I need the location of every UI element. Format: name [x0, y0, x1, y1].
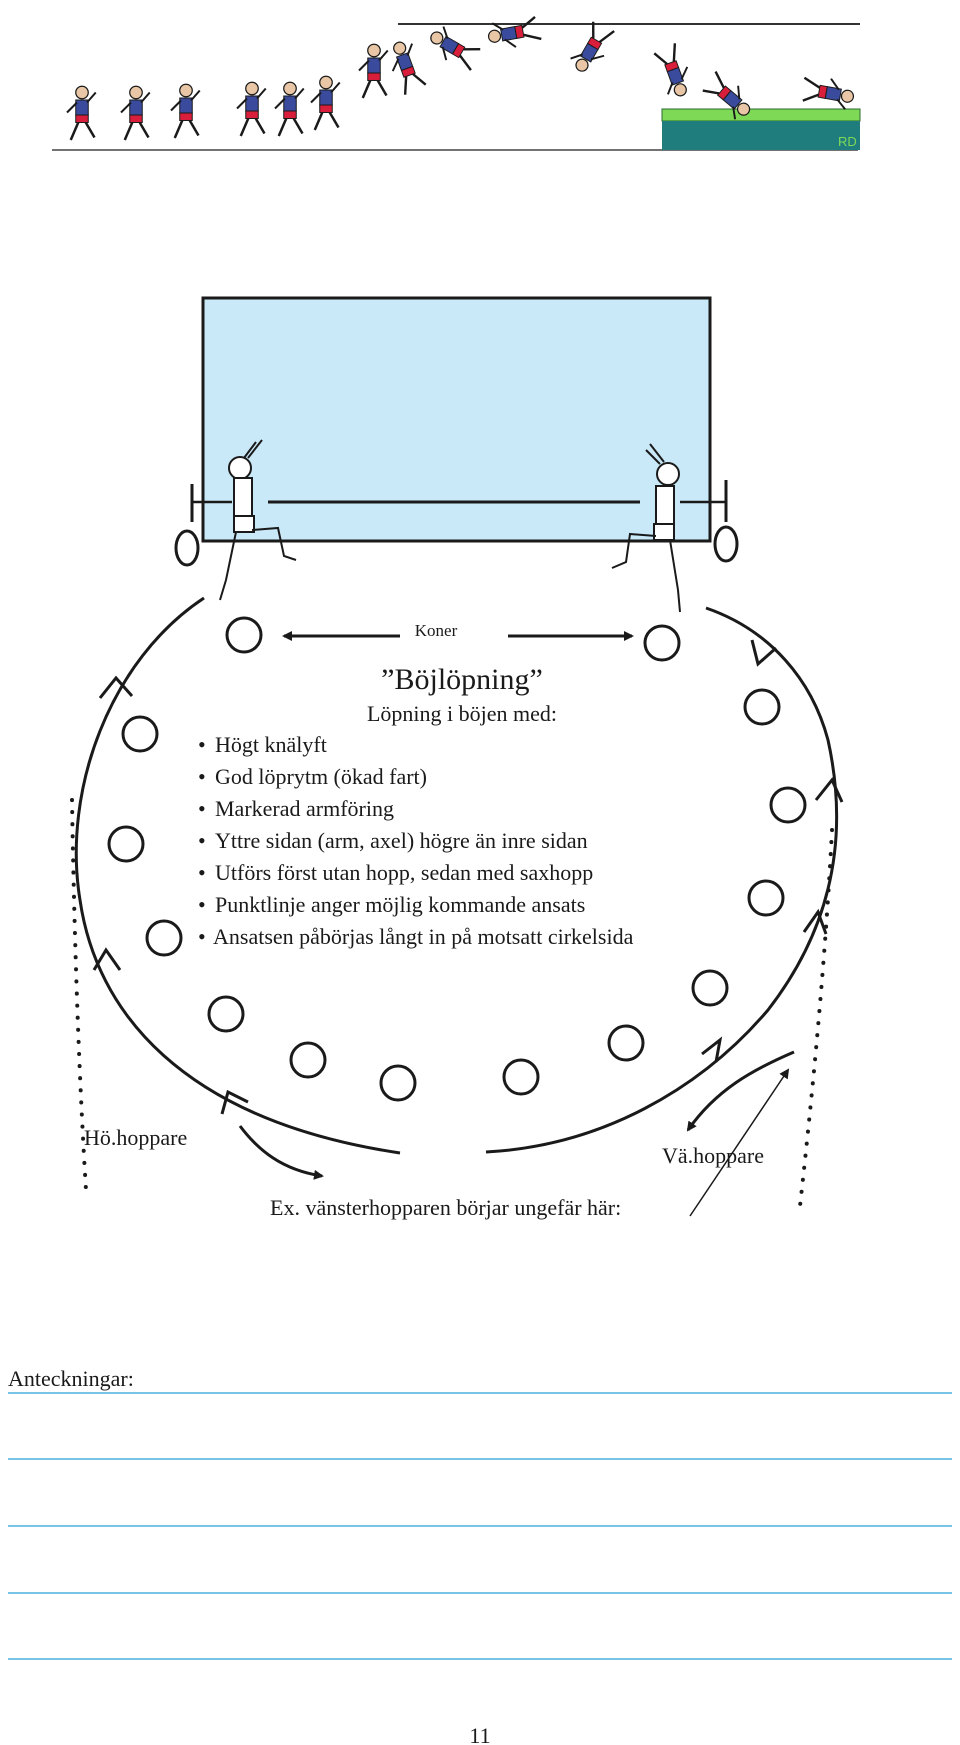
athlete-figure-9 — [423, 22, 485, 75]
athlete-figure-14 — [799, 72, 858, 112]
bullet-item-3: Markerad armföring — [215, 796, 394, 821]
athlete-figure-10 — [485, 14, 544, 53]
page-number: 11 — [469, 1723, 490, 1745]
jumper-sketch-right — [611, 443, 681, 613]
athlete-figure-8 — [382, 36, 429, 98]
cone — [743, 688, 781, 726]
cone — [502, 1058, 540, 1096]
cone — [225, 616, 263, 654]
athlete-figure-2 — [119, 85, 151, 142]
bullet-marker: • — [198, 828, 206, 853]
left-jumper-label: Vä.hoppare — [662, 1143, 764, 1168]
start-arrow-left — [238, 1125, 324, 1180]
bullet-item-5: Utförs först utan hopp, sedan med saxhop… — [215, 860, 593, 885]
bullet-marker: • — [198, 892, 206, 917]
athlete-figure-11 — [566, 17, 619, 79]
bullet-marker: • — [198, 732, 206, 757]
start-note: Ex. vänsterhopparen börjar ungefär här: — [270, 1195, 621, 1220]
cone — [691, 969, 729, 1007]
right-jumper-label: Hö.hoppare — [84, 1125, 187, 1150]
path-arrow-2 — [92, 947, 122, 971]
athlete-figure-4 — [235, 81, 267, 138]
cone — [379, 1064, 417, 1102]
bullet-marker: • — [198, 860, 206, 885]
notes-section: Anteckningar: — [8, 1366, 952, 1660]
path-arrow-5 — [802, 908, 828, 935]
run-path-left — [74, 596, 401, 1155]
path-arrow-1 — [98, 675, 134, 699]
dotted-approach-right — [798, 828, 834, 1208]
jumper-sketch-left — [219, 439, 297, 601]
landing-mat-top — [661, 108, 861, 122]
diagram-title: ”Böjlöpning” — [381, 663, 543, 696]
athlete-figure-1 — [65, 85, 97, 142]
path-arrow-7 — [750, 639, 777, 667]
bullet-item-2: God löprytm (ökad fart) — [215, 764, 427, 789]
dotted-approach-left — [70, 798, 88, 1192]
bullet-marker: • — [198, 796, 206, 821]
athlete-figure-7 — [357, 43, 389, 100]
landing-mat-body — [662, 121, 860, 150]
run-path-bottom-right — [485, 606, 839, 1154]
diagram-subtitle: Löpning i böjen med: — [367, 701, 557, 726]
bullet-item-6: Punktlinje anger möjlig kommande ansats — [215, 892, 585, 917]
athlete-figure-3 — [169, 83, 201, 140]
standard-base-left — [174, 529, 200, 567]
cone — [145, 919, 183, 957]
path-arrow-4 — [701, 1036, 723, 1063]
bullet-item-1: Högt knälyft — [215, 732, 327, 757]
bullet-marker: • — [198, 764, 206, 789]
cone — [207, 995, 245, 1033]
bullet-marker: • — [198, 924, 206, 949]
notes-label: Anteckningar: — [8, 1366, 134, 1391]
athlete-figure-5 — [273, 81, 305, 138]
cone — [121, 715, 159, 753]
path-arrow-6 — [814, 777, 844, 803]
cone — [747, 879, 785, 917]
athlete-figure-6 — [309, 75, 341, 132]
start-arrow-right — [686, 1050, 795, 1132]
standard-base-right — [713, 525, 739, 563]
cones — [107, 616, 807, 1102]
landing-area — [201, 296, 712, 543]
cone — [607, 1024, 645, 1062]
bullet-item-7: Ansatsen påbörjas långt in på motsatt ci… — [213, 924, 634, 949]
cone — [289, 1041, 327, 1079]
cone — [769, 786, 807, 824]
bullet-item-4: Yttre sidan (arm, axel) högre än inre si… — [215, 828, 588, 853]
path-arrow-3 — [220, 1089, 249, 1115]
cones-label: Koner — [415, 621, 458, 640]
mat-mark-text: RD — [838, 134, 857, 149]
athlete-figure-12 — [651, 40, 698, 102]
cone — [107, 825, 145, 863]
high-jump-sequence-illustration: RD — [52, 14, 861, 151]
cone — [643, 624, 681, 662]
bend-run-diagram: Koner ”Böjlöpning” Löpning i böjen med: … — [70, 296, 844, 1220]
start-pointer-line — [689, 1068, 790, 1217]
bullet-list: • Högt knälyft • God löprytm (ökad fart)… — [198, 732, 634, 949]
